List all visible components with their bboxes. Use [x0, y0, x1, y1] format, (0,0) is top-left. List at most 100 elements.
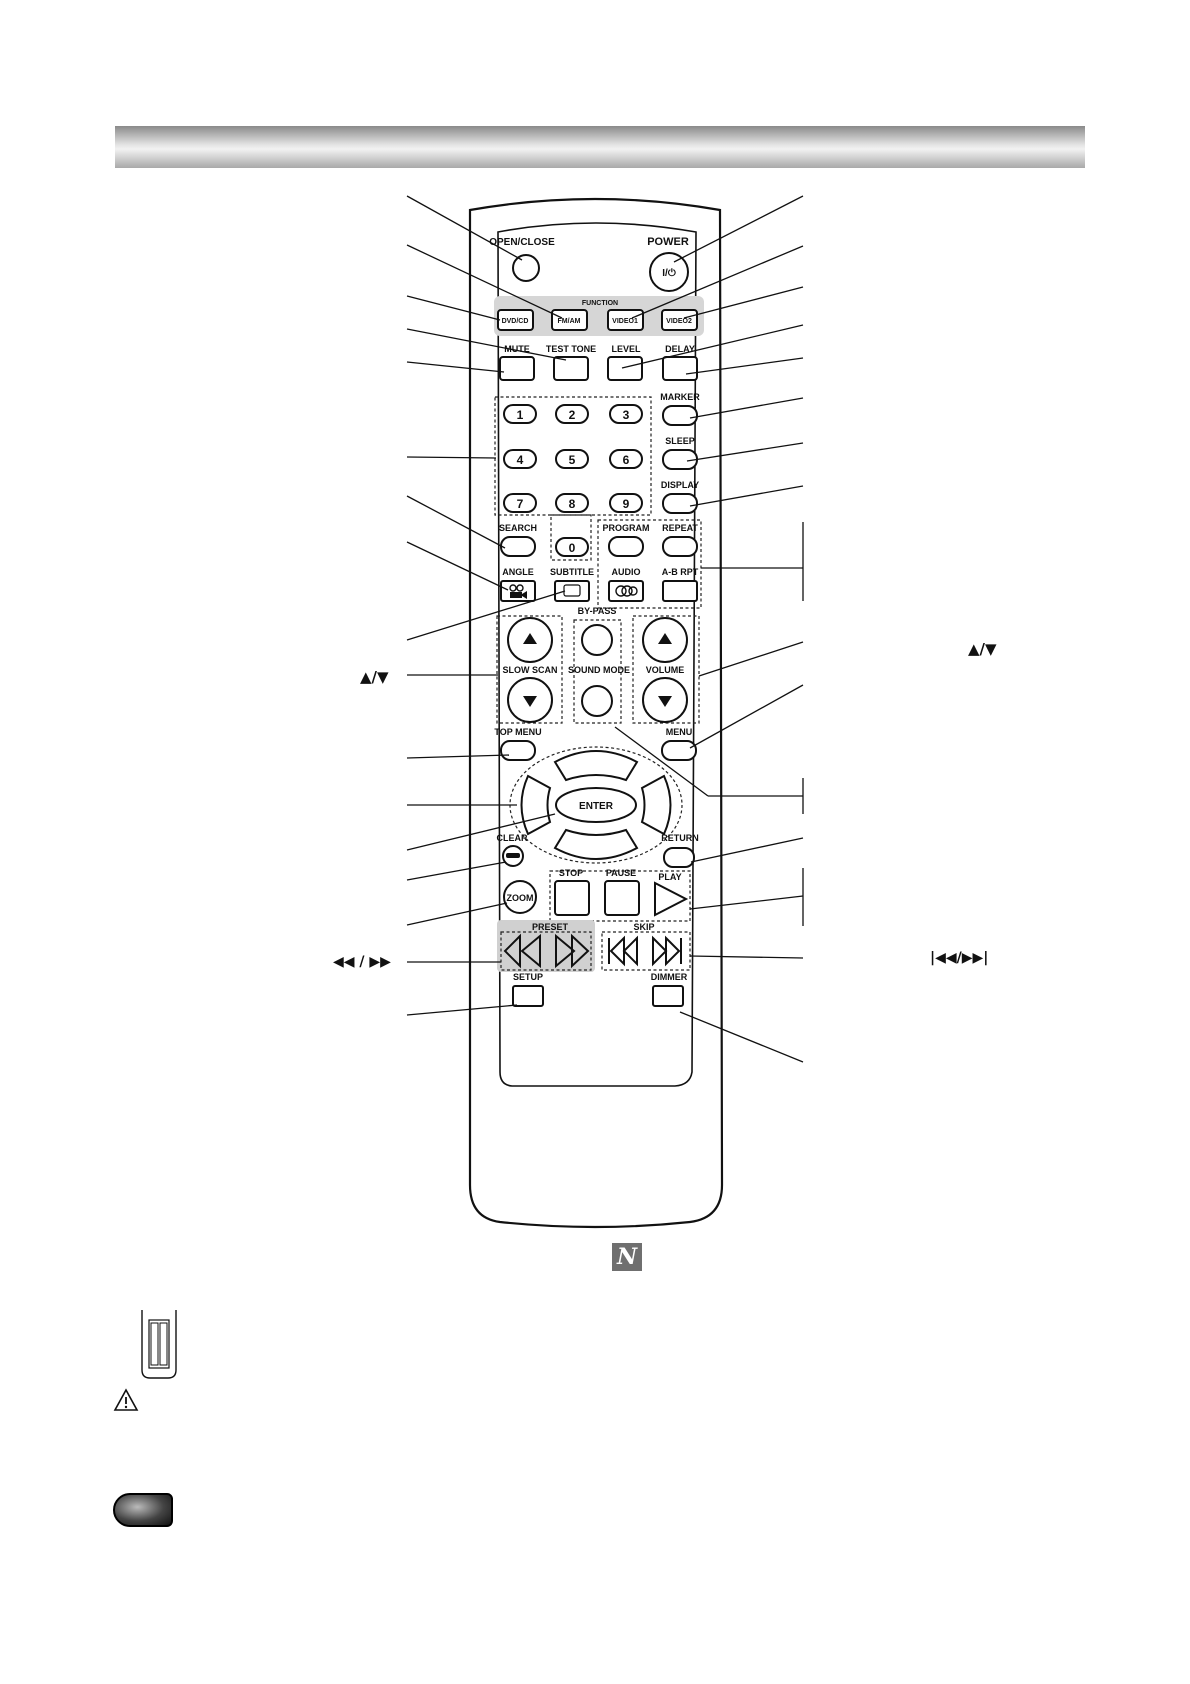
display-button[interactable] — [662, 493, 698, 514]
digit-4-button[interactable] — [503, 449, 537, 469]
digit-4-label: 4 — [517, 453, 524, 467]
search-label: SEARCH — [499, 523, 537, 533]
function-group — [494, 296, 704, 336]
sound-mode-button[interactable] — [581, 685, 613, 717]
digit-0-label: 0 — [569, 541, 576, 555]
digit-5-label: 5 — [569, 453, 576, 467]
return-button[interactable] — [663, 847, 695, 868]
pause-button[interactable] — [604, 880, 640, 916]
remote-inner-panel — [497, 222, 697, 1087]
digit-7-label: 7 — [517, 497, 524, 511]
fm-am-label: FM/AM — [558, 318, 581, 325]
down-arrow-icon — [523, 696, 537, 707]
power-button[interactable] — [649, 252, 689, 292]
digit-2-button[interactable] — [555, 404, 589, 424]
setup-button[interactable] — [512, 985, 544, 1007]
preset-label: PRESET — [532, 922, 569, 932]
digit-0-button[interactable] — [555, 537, 589, 557]
volume-label: VOLUME — [646, 665, 685, 675]
digit-9-button[interactable] — [609, 493, 643, 513]
digit-3-button[interactable] — [609, 404, 643, 424]
power-symbol-icon: I/⏻ — [662, 267, 676, 279]
program-button[interactable] — [608, 536, 644, 557]
function-label: FUNCTION — [582, 300, 618, 307]
test-tone-label: TEST TONE — [546, 344, 596, 354]
top-menu-button[interactable] — [500, 740, 536, 761]
slow-scan-arrows: ▲/▼ — [360, 668, 389, 686]
fm-am-button[interactable] — [551, 309, 588, 331]
angle-label: ANGLE — [502, 567, 534, 577]
subtitle-button[interactable] — [554, 580, 590, 602]
mute-button[interactable] — [499, 356, 535, 381]
audio-icon — [615, 585, 638, 597]
delay-button[interactable] — [662, 356, 698, 381]
menu-button[interactable] — [661, 740, 697, 761]
delay-label: DELAY — [665, 344, 695, 354]
pause-label: PAUSE — [606, 868, 636, 878]
top-menu-label: TOP MENU — [494, 727, 541, 737]
enter-label: ENTER — [579, 801, 614, 812]
dvd-cd-label: DVD/CD — [502, 318, 529, 325]
subtitle-icon — [563, 584, 581, 597]
note-logo: N — [612, 1243, 642, 1271]
digit-6-label: 6 — [623, 453, 630, 467]
skip-forward-button[interactable] — [652, 935, 682, 967]
nav-down-button[interactable] — [553, 828, 639, 860]
page-tab-icon — [113, 1493, 173, 1527]
nav-up-button[interactable] — [553, 750, 639, 782]
ab-rpt-button[interactable] — [662, 580, 698, 602]
digit-8-button[interactable] — [555, 493, 589, 513]
digit-1-button[interactable] — [503, 404, 537, 424]
digit-5-button[interactable] — [555, 449, 589, 469]
by-pass-button[interactable] — [581, 624, 613, 656]
sound-mode-label: SOUND MODE — [568, 665, 630, 675]
up-arrow-icon — [523, 633, 537, 644]
skip-arrows: |◀◀/▶▶| — [930, 950, 989, 966]
digit-6-button[interactable] — [609, 449, 643, 469]
display-label: DISPLAY — [661, 480, 699, 490]
level-button[interactable] — [607, 356, 643, 381]
open-close-button[interactable] — [512, 254, 540, 282]
by-pass-sound-group — [573, 619, 622, 724]
stop-button[interactable] — [554, 880, 590, 916]
mute-label: MUTE — [504, 344, 530, 354]
digit-8-label: 8 — [569, 497, 576, 511]
by-pass-label: BY-PASS — [578, 606, 617, 616]
sleep-button[interactable] — [662, 449, 698, 470]
video2-button[interactable] — [661, 309, 698, 331]
dimmer-button[interactable] — [652, 985, 684, 1007]
digit-7-button[interactable] — [503, 493, 537, 513]
digit-3-label: 3 — [623, 408, 630, 422]
preset-rewind-button[interactable] — [503, 933, 541, 969]
search-button[interactable] — [500, 536, 536, 557]
slow-scan-label: SLOW SCAN — [503, 665, 558, 675]
play-label: PLAY — [658, 872, 681, 882]
skip-group — [601, 931, 691, 971]
preset-forward-button[interactable] — [555, 933, 590, 969]
digit-2-label: 2 — [569, 408, 576, 422]
test-tone-button[interactable] — [553, 356, 589, 381]
enter-button[interactable] — [555, 787, 637, 823]
power-label: POWER — [647, 236, 689, 248]
audio-label: AUDIO — [612, 567, 641, 577]
repeat-button[interactable] — [662, 536, 698, 557]
camera-icon — [509, 584, 527, 599]
stop-label: STOP — [559, 868, 583, 878]
program-repeat-group — [597, 519, 702, 609]
subtitle-label: SUBTITLE — [550, 567, 594, 577]
zero-key-group — [550, 514, 592, 561]
nav-left-button[interactable] — [520, 774, 552, 836]
digit-9-label: 9 — [623, 497, 630, 511]
marker-button[interactable] — [662, 405, 698, 426]
preset-arrows: ◀◀ / ▶▶ — [333, 954, 391, 970]
skip-back-button[interactable] — [608, 935, 638, 967]
menu-label: MENU — [666, 727, 693, 737]
nav-right-button[interactable] — [640, 774, 672, 836]
battery-compartment-icon — [141, 1310, 177, 1379]
video1-button[interactable] — [607, 309, 644, 331]
play-button[interactable] — [654, 881, 689, 917]
dimmer-label: DIMMER — [651, 972, 688, 982]
warning-icon — [113, 1388, 139, 1411]
preset-dashed-box — [500, 931, 592, 971]
zoom-button[interactable] — [503, 880, 537, 914]
